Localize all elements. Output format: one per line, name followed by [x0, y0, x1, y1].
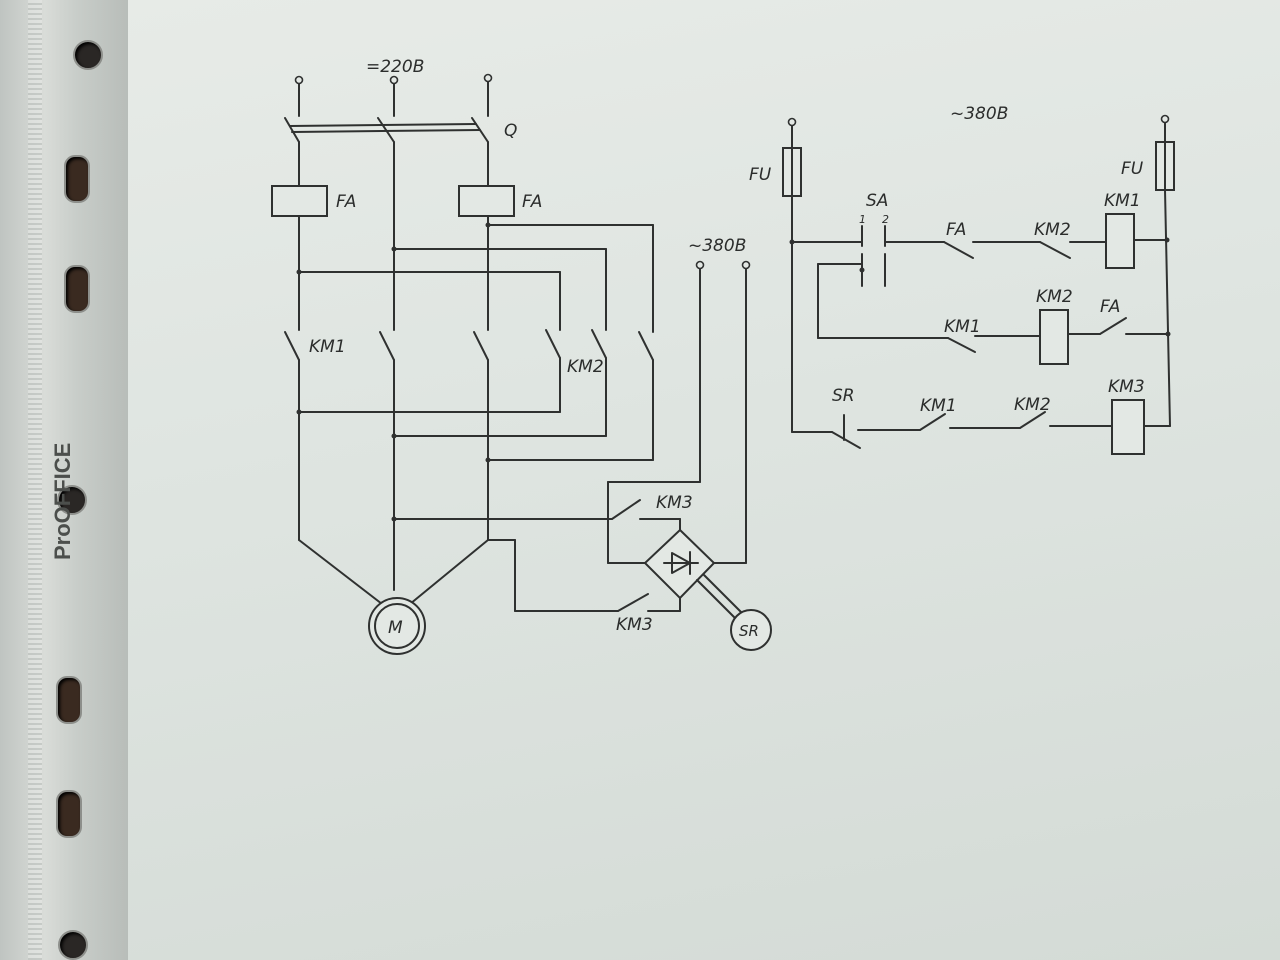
binder-strip: ProOFFICE — [0, 0, 129, 960]
label-rung1-km2: KM2 — [1034, 220, 1071, 240]
label-switch-q: Q — [504, 121, 517, 141]
coil-km2 — [1039, 309, 1069, 365]
power-circuit — [271, 73, 772, 655]
label-km1: KM1 — [309, 337, 346, 357]
coil-km3 — [1111, 399, 1145, 455]
binder-hole — [73, 40, 103, 70]
label-rung2-km1: KM1 — [944, 317, 981, 337]
label-sa-pos-1: 1 — [859, 213, 866, 226]
label-km3-bottom: KM3 — [616, 615, 653, 635]
label-rung3-km2: KM2 — [1014, 395, 1051, 415]
terminal — [389, 75, 399, 85]
label-rung1-fa: FA — [946, 220, 966, 240]
motor-symbol — [368, 597, 426, 655]
label-rung3-km1: KM1 — [920, 396, 957, 416]
label-sa-pos-2: 2 — [882, 213, 889, 226]
contactor-km2-contacts — [545, 329, 654, 361]
terminal — [787, 117, 797, 127]
label-fa-right: FA — [522, 192, 542, 212]
contact-km3-bottom — [617, 593, 649, 612]
label-fu-left: FU — [749, 165, 772, 185]
binder-hole — [56, 676, 82, 724]
binder-hole — [64, 265, 90, 313]
paper-sheet — [128, 0, 1280, 960]
label-control-supply: ~380В — [950, 104, 1008, 124]
label-supply-ac: ~380В — [688, 236, 746, 256]
terminal — [294, 75, 304, 85]
control-circuit — [782, 114, 1175, 455]
contact-km3-top — [611, 499, 641, 520]
label-motor: M — [388, 618, 403, 638]
label-rung3-coil: KM3 — [1108, 377, 1145, 397]
label-rung2-fa: FA — [1100, 297, 1120, 317]
binder-hole — [58, 930, 88, 960]
binder-hole — [64, 155, 90, 203]
label-fa-left: FA — [336, 192, 356, 212]
rung2-km1-contact — [947, 337, 976, 353]
rectifier-bridge — [643, 528, 716, 600]
rung1-km2-contact — [1039, 241, 1071, 259]
label-km2: KM2 — [567, 357, 604, 377]
label-speed-relay: SR — [739, 622, 759, 640]
coil-km1 — [1105, 213, 1135, 269]
label-sa: SA — [866, 191, 888, 211]
terminal — [695, 260, 705, 270]
rung3-km1-contact — [919, 413, 946, 431]
label-rung2-coil: KM2 — [1036, 287, 1073, 307]
main-switch-q — [284, 117, 489, 143]
label-supply-dc: =220В — [366, 57, 424, 77]
label-rung1-coil: KM1 — [1104, 191, 1141, 211]
overload-relay-right — [458, 185, 515, 217]
selector-switch-sa — [859, 225, 886, 287]
rung1-fa-contact — [943, 241, 974, 259]
terminal — [741, 260, 751, 270]
rung3-km2-contact — [1019, 411, 1046, 429]
contactor-km1-contacts — [284, 331, 489, 361]
label-km3-top: KM3 — [656, 493, 693, 513]
label-fu-right: FU — [1121, 159, 1144, 179]
binder-hole — [56, 790, 82, 838]
rung3-sr-contact — [831, 431, 861, 449]
label-rung3-sr: SR — [832, 386, 855, 406]
terminal — [483, 73, 493, 83]
binder-hole — [57, 485, 87, 515]
overload-relay-left — [271, 185, 328, 217]
speed-relay-symbol — [730, 609, 772, 651]
terminal — [1160, 114, 1170, 124]
binder-edge — [28, 0, 42, 960]
rung2-fa-contact — [1099, 317, 1127, 335]
